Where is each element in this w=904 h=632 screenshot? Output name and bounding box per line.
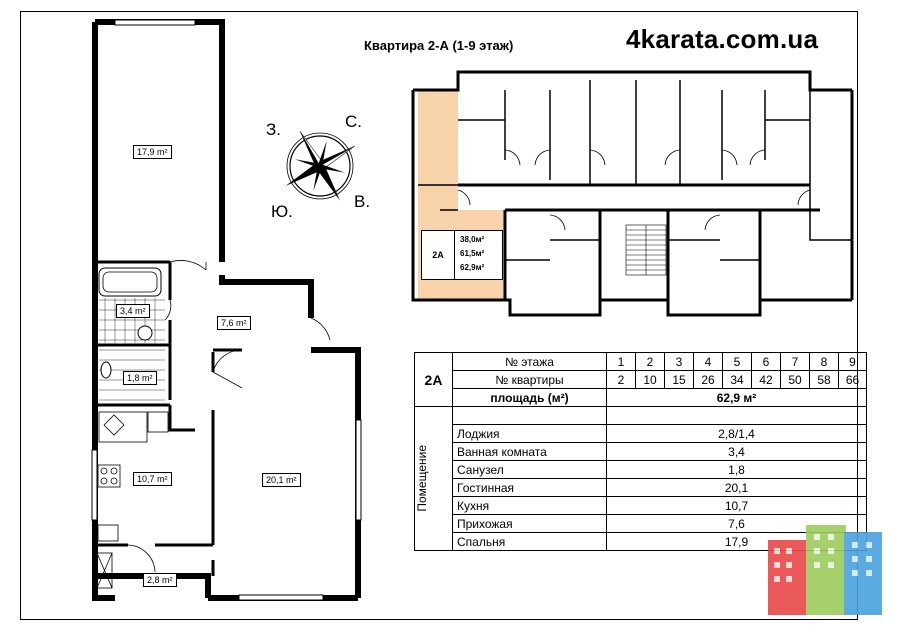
table-cell-floor: 2	[635, 352, 665, 371]
room-value: 2,8/1,4	[606, 424, 867, 443]
table-cell-floor: 9	[838, 352, 867, 371]
table-cell-apartment: 42	[751, 370, 781, 389]
room-value: 1,8	[606, 460, 867, 479]
table-row-floors: 2А № этажа 1 2 3 4 5 6 7 8 9	[414, 352, 867, 407]
site-logo-text[interactable]: 4karata.com.ua	[626, 24, 819, 54]
table-cell-floor: 4	[693, 352, 723, 371]
table-row: Лоджия 2,8/1,4	[415, 424, 867, 443]
table-row: Санузел 1,8	[415, 460, 867, 479]
table-row-total-area: площадь (м²) 62,9 м²	[415, 388, 867, 407]
room-value: 3,4	[606, 442, 867, 461]
table-row-apartments: № квартиры 2 10 15 26 34 42 50 58 66	[415, 370, 867, 389]
compass-east: В.	[354, 192, 371, 211]
table-cell-floor: 8	[809, 352, 839, 371]
table-cell-apartment: 66	[838, 370, 867, 389]
floor-plan	[411, 70, 854, 317]
table-row: Прихожая 7,6	[415, 514, 867, 533]
table-cell-apartment: 26	[693, 370, 723, 389]
room-area-hall: 7,6 m²	[217, 316, 251, 330]
table-cell-apartment: 2	[606, 370, 636, 389]
table-cell-floor: 5	[722, 352, 752, 371]
table-floor-header: № этажа	[452, 352, 607, 371]
table-apt-label: 2А	[414, 352, 453, 407]
room-value: 20,1	[606, 478, 867, 497]
room-value: 10,7	[606, 496, 867, 515]
table-apt-header: № квартиры	[452, 370, 607, 389]
compass-south: Ю.	[271, 202, 293, 221]
table-cell-apartment: 58	[809, 370, 839, 389]
table-cell-apartment: 15	[664, 370, 694, 389]
floorplan-area-total: 61,5м²	[460, 249, 485, 258]
compass-rose-icon	[285, 131, 355, 201]
floorplan-area-with-loggia: 62,9м²	[460, 263, 485, 272]
room-area-bath: 3,4 m²	[116, 304, 150, 318]
room-name: Санузел	[452, 460, 607, 479]
table-cell-apartment: 10	[635, 370, 665, 389]
room-name: Кухня	[452, 496, 607, 515]
room-name: Прихожая	[452, 514, 607, 533]
room-area-kitchen: 10,7 m²	[133, 472, 172, 486]
floorplan-apartment-label: 2А	[422, 231, 455, 279]
room-name: Гостинная	[452, 478, 607, 497]
table-row: Спальня 17,9	[415, 532, 867, 551]
compass-north: С.	[345, 112, 362, 131]
table-area-header: площадь (м²)	[452, 388, 607, 407]
table-rooms-group-label: Помещение	[415, 445, 429, 512]
floorplan-area-living: 38,0м²	[460, 235, 485, 244]
compass-west: З.	[266, 120, 281, 139]
table-row: Гостинная 20,1	[415, 478, 867, 497]
floorplan-apartment-badge: 2А 38,0м² 61,5м² 62,9м²	[421, 230, 503, 280]
building-logo-icon	[768, 525, 882, 615]
table-cell-floor: 7	[780, 352, 810, 371]
table-rooms-group-cell: Помещение	[414, 406, 453, 551]
table-cell-floor: 1	[606, 352, 636, 371]
table-total-area: 62,9 м²	[606, 388, 867, 407]
room-area-bedroom: 17,9 m²	[133, 145, 172, 159]
page-frame	[20, 11, 858, 620]
room-area-loggia: 2,8 m²	[143, 573, 177, 587]
table-row: Кухня 10,7	[415, 496, 867, 515]
table-cell-apartment: 50	[780, 370, 810, 389]
page-title: Квартира 2-А (1-9 этаж)	[364, 38, 514, 53]
room-area-toilet: 1,8 m²	[123, 371, 157, 385]
table-cell-apartment: 34	[722, 370, 752, 389]
table-row-spacer: Помещение	[414, 406, 867, 551]
apartment-spec-table: 2А № этажа 1 2 3 4 5 6 7 8 9 № квартиры …	[414, 352, 867, 551]
table-cell-floor: 6	[751, 352, 781, 371]
apartment-plan	[91, 19, 362, 601]
table-cell-floor: 3	[664, 352, 694, 371]
room-name: Ванная комната	[452, 442, 607, 461]
room-name: Спальня	[452, 532, 607, 551]
room-name: Лоджия	[452, 424, 607, 443]
table-row: Ванная комната 3,4	[415, 442, 867, 461]
room-area-living: 20,1 m²	[262, 473, 301, 487]
